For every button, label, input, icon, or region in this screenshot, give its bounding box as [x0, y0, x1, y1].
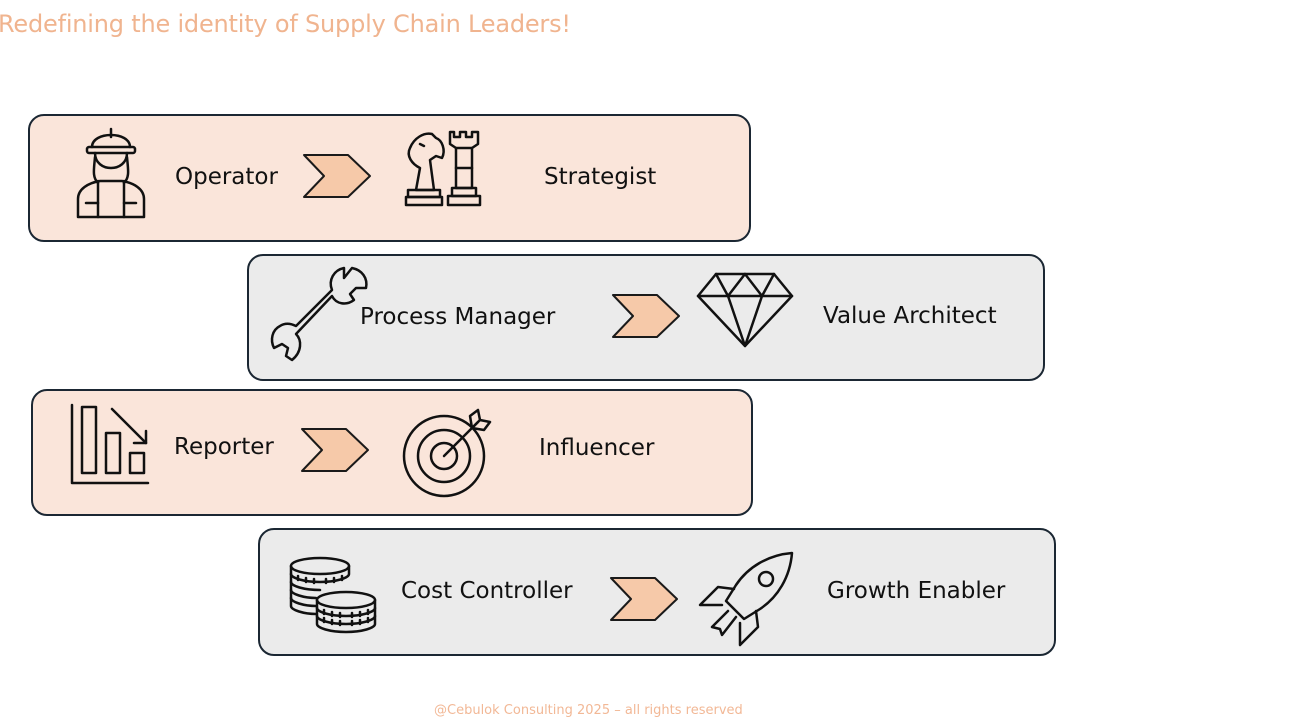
from-role-label: Reporter [174, 434, 274, 460]
transition-card-operator [28, 114, 751, 242]
to-role-label: Strategist [544, 164, 657, 190]
chevron-arrow-icon [302, 153, 372, 199]
copyright-footer: @Cebulok Consulting 2025 – all rights re… [434, 703, 743, 718]
page-title: Redefining the identity of Supply Chain … [0, 10, 571, 38]
from-role-label: Operator [175, 164, 278, 190]
wrench-icon [268, 264, 372, 368]
to-role-label: Influencer [539, 435, 655, 461]
target-icon [400, 408, 494, 498]
declining-bar-chart-icon [68, 403, 152, 485]
transition-card-reporter [31, 389, 753, 516]
chess-pieces-icon [402, 128, 490, 208]
to-role-label: Growth Enabler [827, 578, 1006, 604]
coins-icon [286, 554, 386, 638]
chevron-arrow-icon [300, 427, 370, 473]
from-role-label: Process Manager [360, 304, 556, 330]
from-role-label: Cost Controller [401, 578, 573, 604]
to-role-label: Value Architect [823, 303, 997, 329]
transition-card-cost-controller [258, 528, 1056, 656]
chevron-arrow-icon [609, 576, 679, 622]
diamond-icon [696, 272, 794, 348]
worker-icon [74, 125, 148, 221]
chevron-arrow-icon [611, 293, 681, 339]
rocket-icon [698, 551, 796, 647]
